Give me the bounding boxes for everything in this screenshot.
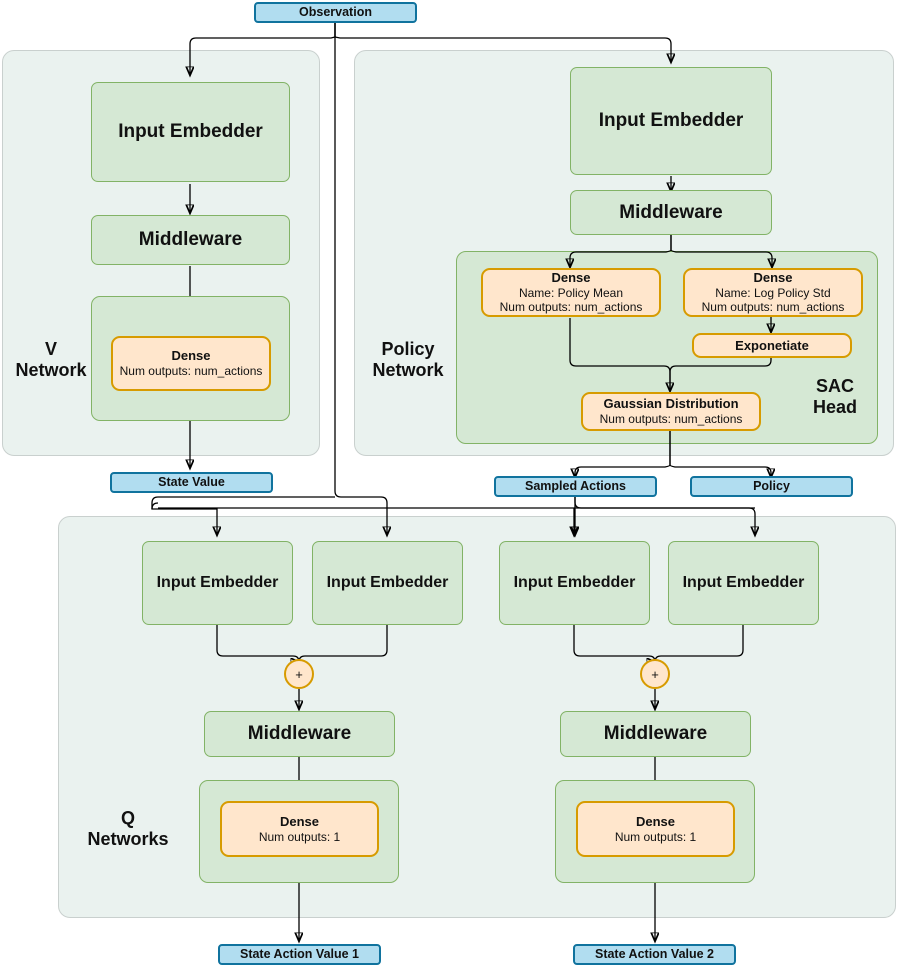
q-dense-right-outputs: Num outputs: 1	[614, 829, 697, 844]
io-observation[interactable]: Observation	[254, 2, 417, 23]
policy-dense-mean-name: Name: Policy Mean	[518, 285, 624, 300]
policy-dense-log-std-outputs: Num outputs: num_actions	[701, 300, 845, 315]
policy-gaussian-title: Gaussian Distribution	[603, 396, 739, 412]
q-dense-right[interactable]: Dense Num outputs: 1	[576, 801, 735, 857]
policy-dense-mean-outputs: Num outputs: num_actions	[499, 300, 643, 315]
v-dense-title: Dense	[171, 348, 211, 364]
v-dense[interactable]: Dense Num outputs: num_actions	[111, 336, 271, 391]
policy-dense-log-std-name: Name: Log Policy Std	[715, 285, 831, 300]
q-dense-right-title: Dense	[635, 813, 676, 829]
policy-middleware[interactable]: Middleware	[570, 190, 772, 235]
policy-dense-mean-title: Dense	[551, 269, 591, 285]
label-sac-head: SAC Head	[812, 376, 857, 417]
q-input-embedder-2[interactable]: Input Embedder	[312, 541, 463, 625]
q-input-embedder-1[interactable]: Input Embedder	[142, 541, 293, 625]
policy-gaussian-distribution[interactable]: Gaussian Distribution Num outputs: num_a…	[581, 392, 761, 431]
q-dense-left-title: Dense	[279, 813, 320, 829]
policy-dense-mean[interactable]: Dense Name: Policy Mean Num outputs: num…	[481, 268, 661, 317]
policy-exponetiate[interactable]: Exponetiate	[692, 333, 852, 358]
q-input-embedder-3[interactable]: Input Embedder	[499, 541, 650, 625]
v-dense-outputs: Num outputs: num_actions	[119, 364, 263, 379]
policy-dense-log-std[interactable]: Dense Name: Log Policy Std Num outputs: …	[683, 268, 863, 317]
label-policy-network: Policy Network	[372, 339, 444, 380]
label-q-networks: Q Networks	[87, 808, 169, 849]
policy-gaussian-outputs: Num outputs: num_actions	[599, 412, 743, 427]
q-input-embedder-4[interactable]: Input Embedder	[668, 541, 819, 625]
io-state-value[interactable]: State Value	[110, 472, 273, 493]
q-dense-left-outputs: Num outputs: 1	[258, 829, 341, 844]
q-add-node-left[interactable]: +	[284, 659, 314, 689]
io-sampled-actions[interactable]: Sampled Actions	[494, 476, 657, 497]
q-dense-left[interactable]: Dense Num outputs: 1	[220, 801, 379, 857]
q-middleware-left[interactable]: Middleware	[204, 711, 395, 757]
v-input-embedder[interactable]: Input Embedder	[91, 82, 290, 182]
policy-dense-log-std-title: Dense	[753, 269, 793, 285]
policy-input-embedder[interactable]: Input Embedder	[570, 67, 772, 175]
q-add-symbol-right: +	[651, 666, 659, 682]
q-add-symbol-left: +	[295, 666, 303, 682]
q-middleware-right[interactable]: Middleware	[560, 711, 751, 757]
v-middleware[interactable]: Middleware	[91, 215, 290, 265]
io-policy[interactable]: Policy	[690, 476, 853, 497]
q-add-node-right[interactable]: +	[640, 659, 670, 689]
io-state-action-value-2[interactable]: State Action Value 2	[573, 944, 736, 965]
io-state-action-value-1[interactable]: State Action Value 1	[218, 944, 381, 965]
label-v-network: V Network	[15, 339, 87, 380]
